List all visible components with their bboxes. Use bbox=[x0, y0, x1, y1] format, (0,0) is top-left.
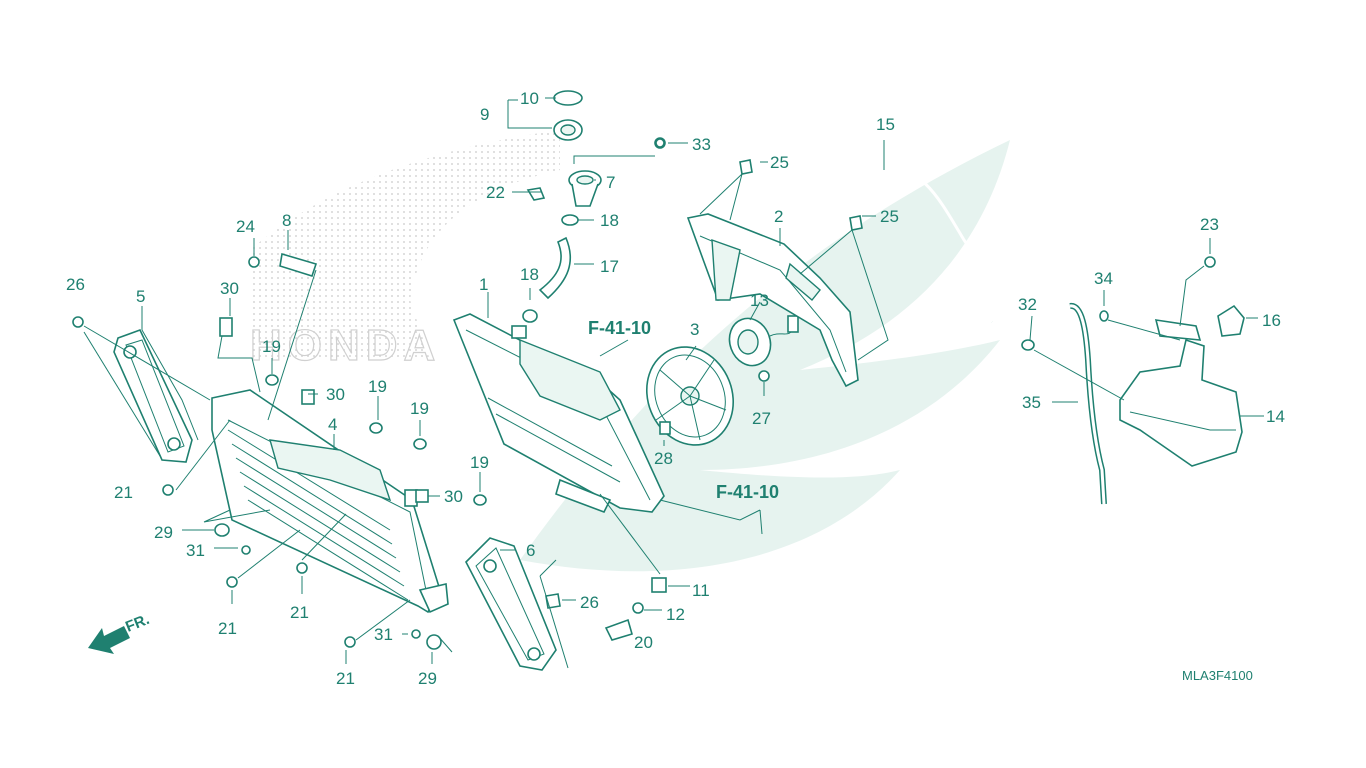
callout-19b[interactable]: 19 bbox=[368, 377, 387, 396]
callout-17[interactable]: 17 bbox=[600, 257, 619, 276]
thermo-switch[interactable] bbox=[248, 252, 318, 277]
reference-pointer bbox=[759, 509, 763, 535]
callout-10[interactable]: 10 bbox=[520, 89, 539, 108]
callout-9[interactable]: 9 bbox=[480, 105, 489, 124]
callout-35[interactable]: 35 bbox=[1022, 393, 1041, 412]
callout-18b[interactable]: 18 bbox=[520, 265, 539, 284]
callout-15[interactable]: 15 bbox=[876, 115, 895, 134]
callout-30c[interactable]: 30 bbox=[444, 487, 463, 506]
callout-4[interactable]: 4 bbox=[328, 415, 337, 434]
callout-25b[interactable]: 25 bbox=[880, 207, 899, 226]
callout-34[interactable]: 34 bbox=[1094, 269, 1113, 288]
callout-19a[interactable]: 19 bbox=[262, 337, 281, 356]
callout-21c[interactable]: 21 bbox=[290, 603, 309, 622]
callout-24[interactable]: 24 bbox=[236, 217, 255, 236]
callout-29b[interactable]: 29 bbox=[418, 669, 437, 688]
watermark-text: HONDA bbox=[250, 321, 441, 370]
callout-6[interactable]: 6 bbox=[526, 541, 535, 560]
radiator-left[interactable] bbox=[211, 389, 449, 614]
callout-3[interactable]: 3 bbox=[690, 320, 699, 339]
callout-7[interactable]: 7 bbox=[606, 173, 615, 192]
callout-27[interactable]: 27 bbox=[752, 409, 771, 428]
reference-f-41-10-lower[interactable]: F-41-10 bbox=[716, 482, 779, 502]
callout-labels: 1 2 3 4 5 6 7 8 9 10 11 12 13 14 15 16 1… bbox=[66, 89, 1285, 688]
reference-f-41-10-upper[interactable]: F-41-10 bbox=[588, 318, 651, 338]
callout-22[interactable]: 22 bbox=[486, 183, 505, 202]
siphon-tube[interactable] bbox=[662, 80, 993, 324]
radiator-cap[interactable] bbox=[553, 119, 583, 141]
callout-21a[interactable]: 21 bbox=[114, 483, 133, 502]
callout-14[interactable]: 14 bbox=[1266, 407, 1285, 426]
callout-28[interactable]: 28 bbox=[654, 449, 673, 468]
reserve-tank-cap[interactable] bbox=[1217, 304, 1245, 337]
callout-25a[interactable]: 25 bbox=[770, 153, 789, 172]
callout-23[interactable]: 23 bbox=[1200, 215, 1219, 234]
callout-21b[interactable]: 21 bbox=[218, 619, 237, 638]
callout-19c[interactable]: 19 bbox=[410, 399, 429, 418]
cooling-fan[interactable] bbox=[632, 334, 747, 458]
callout-31a[interactable]: 31 bbox=[186, 541, 205, 560]
fan-motor[interactable] bbox=[723, 313, 799, 372]
diagram-code: MLA3F4100 bbox=[1182, 668, 1253, 683]
callout-18a[interactable]: 18 bbox=[600, 211, 619, 230]
side-cover-right[interactable] bbox=[465, 537, 557, 671]
filler-neck[interactable] bbox=[568, 170, 602, 207]
o-ring[interactable] bbox=[553, 90, 583, 106]
callout-2[interactable]: 2 bbox=[774, 207, 783, 226]
callout-11[interactable]: 11 bbox=[692, 581, 710, 600]
callout-21d[interactable]: 21 bbox=[336, 669, 355, 688]
callout-29a[interactable]: 29 bbox=[154, 523, 173, 542]
overflow-tube[interactable] bbox=[1069, 303, 1107, 505]
callout-26a[interactable]: 26 bbox=[66, 275, 85, 294]
reserve-tank[interactable] bbox=[1119, 319, 1243, 467]
callout-30a[interactable]: 30 bbox=[220, 279, 239, 298]
callout-32[interactable]: 32 bbox=[1018, 295, 1037, 314]
front-marker-label: FR. bbox=[123, 611, 152, 636]
callout-13[interactable]: 13 bbox=[750, 291, 769, 310]
callout-8[interactable]: 8 bbox=[282, 211, 291, 230]
front-direction-arrow: FR. bbox=[88, 611, 152, 654]
side-cover-left[interactable] bbox=[113, 328, 193, 463]
radiator-main[interactable] bbox=[452, 313, 665, 514]
callout-12[interactable]: 12 bbox=[666, 605, 685, 624]
callout-19d[interactable]: 19 bbox=[470, 453, 489, 472]
fan-shroud[interactable] bbox=[686, 213, 859, 388]
water-hose[interactable] bbox=[538, 236, 572, 300]
callout-16[interactable]: 16 bbox=[1262, 311, 1281, 330]
callout-26b[interactable]: 26 bbox=[580, 593, 599, 612]
callout-33[interactable]: 33 bbox=[692, 135, 711, 154]
callout-1[interactable]: 1 bbox=[479, 275, 488, 294]
leader-lines bbox=[83, 97, 1264, 669]
callout-31b[interactable]: 31 bbox=[374, 625, 393, 644]
callout-5[interactable]: 5 bbox=[136, 287, 145, 306]
callout-20[interactable]: 20 bbox=[634, 633, 653, 652]
callout-30b[interactable]: 30 bbox=[326, 385, 345, 404]
